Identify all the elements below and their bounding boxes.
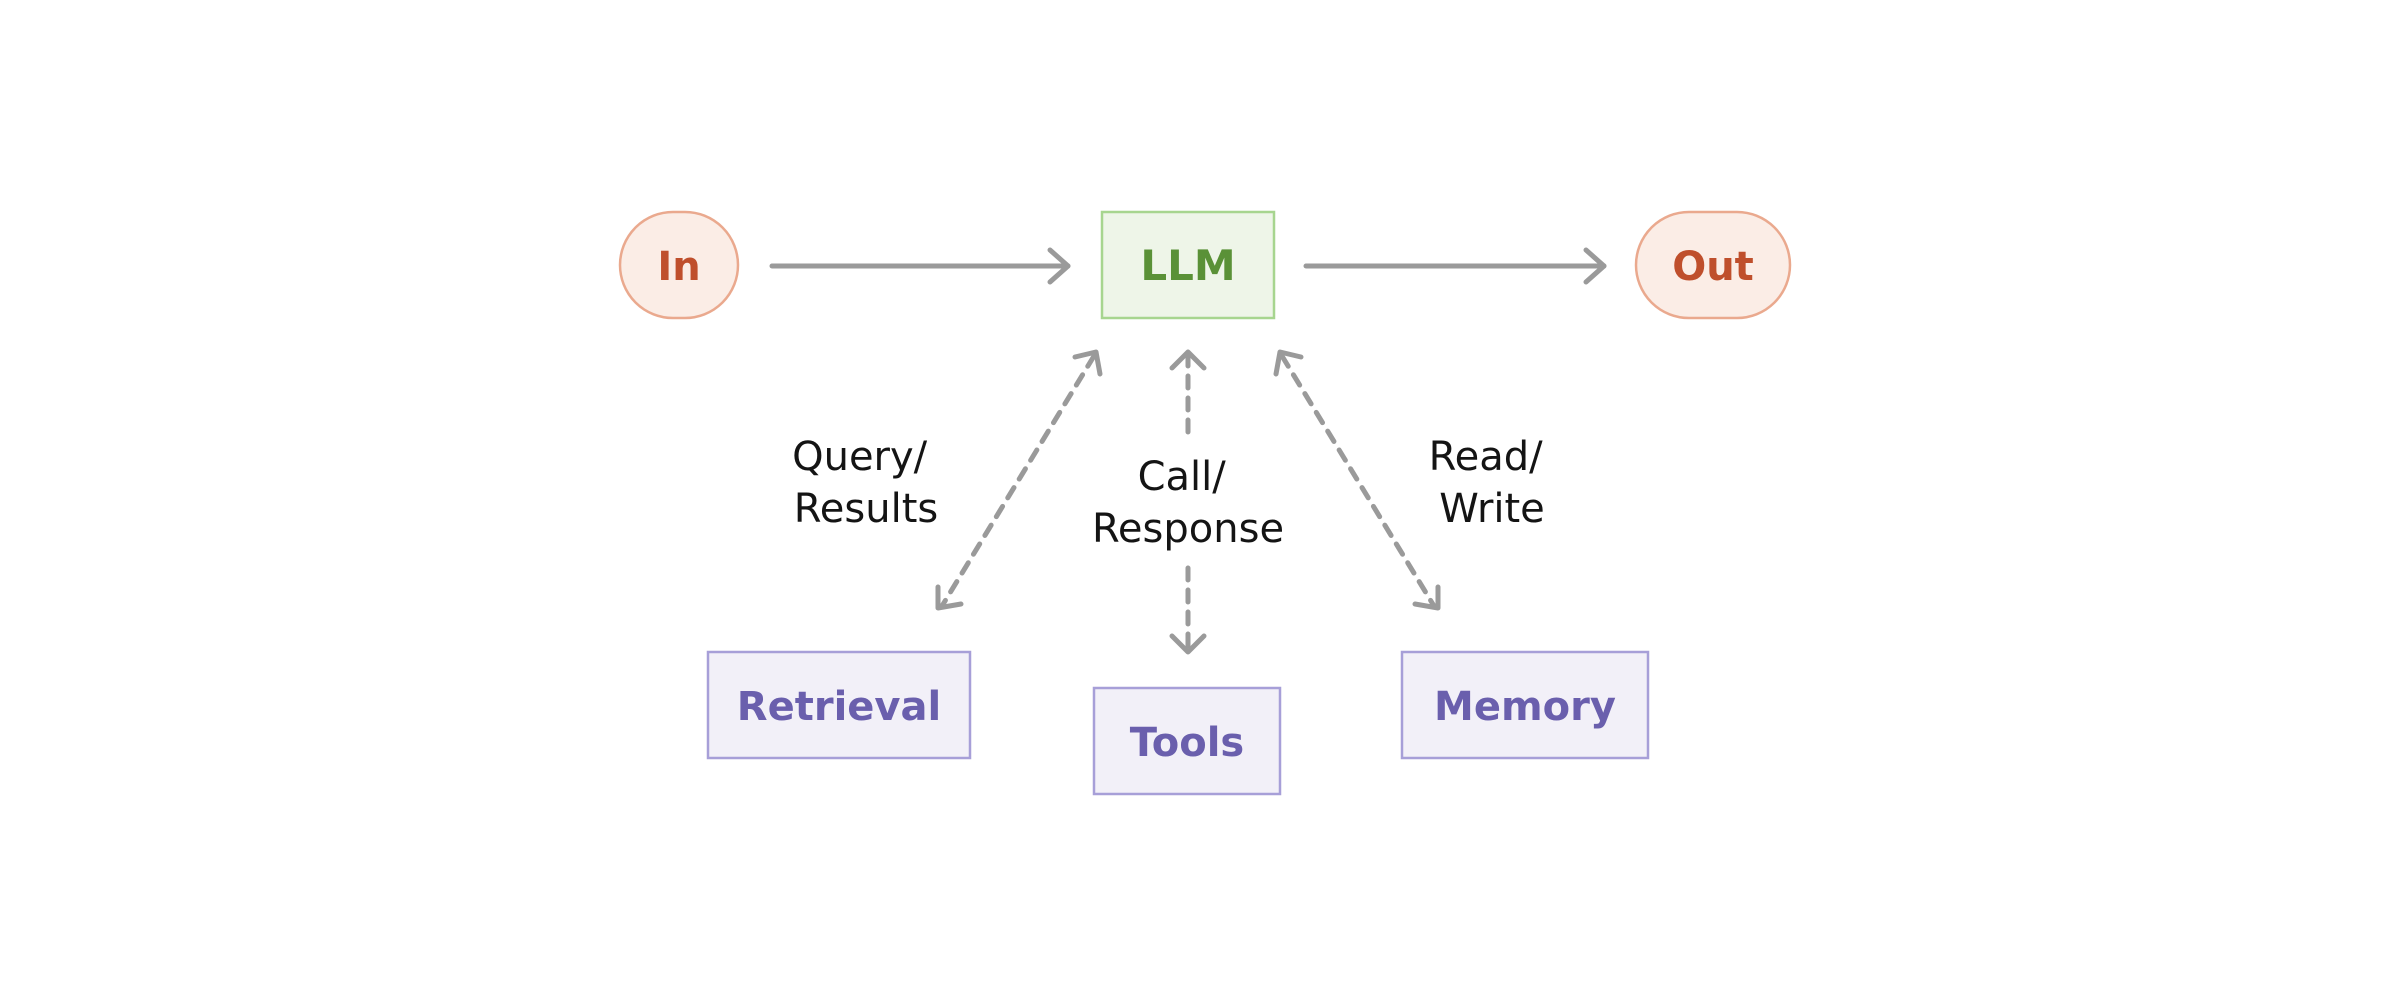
node-out-label: Out: [1672, 244, 1754, 290]
node-out-shape: [1634, 210, 1792, 320]
node-retrieval-label: Retrieval: [737, 684, 941, 730]
node-tools: Tools: [1092, 686, 1282, 796]
node-tools-label: Tools: [1130, 720, 1244, 766]
edge-llm-tools-arrowhead-bottom: [1169, 633, 1207, 655]
node-retrieval: Retrieval: [706, 650, 972, 760]
node-memory-shape: [1400, 650, 1650, 760]
node-llm-label: LLM: [1140, 241, 1235, 290]
node-in-label: In: [657, 244, 700, 290]
nodes: In LLM Out Retrieval Tools: [618, 210, 1792, 796]
node-out: Out: [1634, 210, 1792, 320]
edge-llm-retrieval-arrowhead-top: [1072, 349, 1103, 377]
edge-llm-memory: [1273, 349, 1441, 611]
node-in-shape: [618, 210, 740, 320]
node-memory: Memory: [1400, 650, 1650, 760]
edge-in-to-llm-arrowhead: [1047, 247, 1071, 285]
edge-llm-retrieval-arrowhead-bottom: [935, 584, 964, 611]
edge-label-query: Query/: [792, 434, 928, 480]
edge-label-call: Call/: [1138, 454, 1227, 500]
node-memory-label: Memory: [1434, 684, 1616, 730]
edge-llm-tools-arrowhead-top: [1169, 349, 1207, 371]
node-retrieval-shape: [706, 650, 972, 760]
edges: [769, 247, 1607, 655]
edge-llm-retrieval-line: [939, 353, 1097, 609]
edge-llm-memory-arrowhead-bottom: [1412, 584, 1441, 611]
node-in: In: [618, 210, 740, 320]
edge-label-write: Write: [1439, 486, 1545, 532]
node-llm: LLM: [1100, 210, 1276, 320]
edge-llm-to-out-arrowhead: [1583, 247, 1607, 285]
edge-label-read: Read/: [1429, 434, 1544, 480]
edge-in-to-llm: [769, 247, 1071, 285]
edge-label-call-response: Call/ Response: [1092, 454, 1284, 552]
edge-llm-tools: [1169, 349, 1207, 655]
edge-llm-retrieval: [935, 349, 1103, 611]
edge-label-read-write: Read/ Write: [1429, 434, 1556, 532]
edge-label-results: Results: [794, 486, 938, 532]
edge-llm-to-out: [1303, 247, 1607, 285]
edge-llm-memory-line: [1279, 353, 1437, 609]
edge-labels: Query/ Results Call/ Response Read/ Writ…: [792, 434, 1556, 552]
edge-label-query-results: Query/ Results: [792, 434, 940, 532]
node-llm-shape: [1100, 210, 1276, 320]
edge-label-response: Response: [1092, 506, 1284, 552]
edge-llm-memory-arrowhead-top: [1273, 349, 1304, 377]
node-tools-shape: [1092, 686, 1282, 796]
